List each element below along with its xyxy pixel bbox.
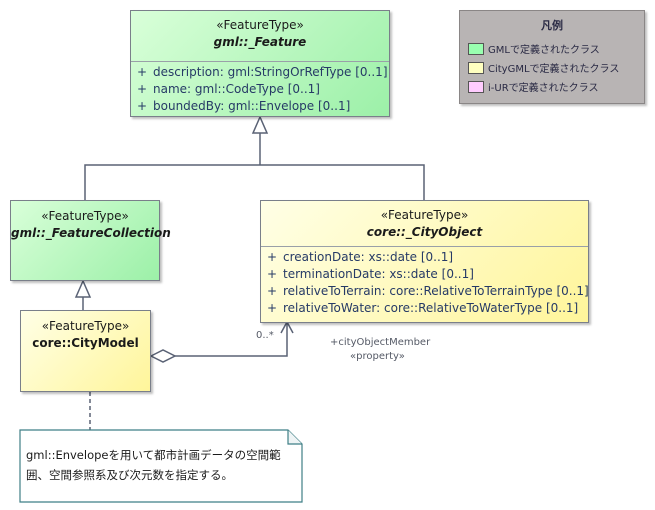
attribute-row: + name: gml::CodeType [0..1] [131,81,389,98]
legend-swatch-iur [468,80,484,93]
class-feature-header: «FeatureType» gml::_Feature [131,17,389,51]
class-city-object[interactable]: «FeatureType» core::_CityObject + creatio… [260,200,589,323]
class-city-model-header: «FeatureType» core::CityModel [21,318,150,352]
visibility-marker: + [266,284,278,298]
stereotype-label: «FeatureType» [41,319,130,333]
attribute-text: description: gml:StringOrRefType [0..1] [153,65,388,79]
attribute-list: + description: gml:StringOrRefType [0..1]… [131,64,389,115]
class-city-object-header: «FeatureType» core::_CityObject [261,207,588,241]
attribute-text: terminationDate: xs::date [0..1] [283,267,474,281]
attribute-row: + description: gml:StringOrRefType [0..1] [131,64,389,81]
visibility-marker: + [136,65,148,79]
class-name: core::_CityObject [366,225,483,239]
note-text: gml::Envelopeを用いて都市計画データの空間範 囲、空間参照系及び次元… [26,445,294,485]
aggregation-line [175,323,288,357]
legend-item: i-URで定義されたクラス [468,79,598,94]
visibility-marker: + [266,267,278,281]
generalization-line-featurecollection [84,164,260,200]
attribute-text: relativeToWater: core::RelativeToWaterTy… [283,301,579,315]
generalization-arrowhead-feature [251,115,269,134]
class-feature[interactable]: «FeatureType» gml::_Feature + description… [130,10,390,117]
visibility-marker: + [266,301,278,315]
attribute-text: creationDate: xs::date [0..1] [283,250,454,264]
attribute-row: + terminationDate: xs::date [0..1] [261,266,588,283]
visibility-marker: + [136,99,148,113]
legend-item: CityGMLで定義されたクラス [468,60,619,75]
legend-title: 凡例 [541,19,563,32]
generalization-line-cityobject [260,164,425,200]
role-label: +cityObjectMember [330,337,431,348]
legend-label: i-URで定義されたクラス [488,83,599,94]
stereotype-label: «FeatureType» [216,18,304,32]
class-name: gml::_FeatureCollection [11,226,171,240]
visibility-marker: + [266,250,278,264]
legend-label: CityGMLで定義されたクラス [488,64,620,75]
aggregation-diamond [149,349,177,363]
attribute-text: boundedBy: gml::Envelope [0..1] [153,99,351,113]
note-fold [287,430,302,445]
legend-item: GMLで定義されたクラス [468,41,600,56]
compartment-divider [261,246,588,247]
attribute-row: + boundedBy: gml::Envelope [0..1] [131,98,389,115]
stereotype-label: «FeatureType» [380,208,469,222]
attribute-row: + relativeToTerrain: core::RelativeToTerr… [261,283,589,300]
attribute-text: relativeToTerrain: core::RelativeToTerra… [283,284,589,298]
legend-label: GMLで定義されたクラス [488,45,600,56]
visibility-marker: + [136,82,148,96]
attribute-text: name: gml::CodeType [0..1] [153,82,320,96]
note-line: gml::Envelopeを用いて都市計画データの空間範 [26,448,281,462]
compartment-divider [131,61,389,62]
note-line: 囲、空間参照系及び次元数を指定する。 [26,468,233,482]
legend-swatch-citygml [468,61,484,74]
class-feature-collection[interactable]: «FeatureType» gml::_FeatureCollection [10,200,171,281]
class-name: gml::_Feature [213,35,307,49]
attribute-list: +creationDate: xs::date [0..1] +terminat… [261,249,589,317]
class-city-model[interactable]: «FeatureType» core::CityModel [20,310,151,392]
generalization-arrowhead-featurecollection [74,279,92,298]
note[interactable]: gml::Envelopeを用いて都市計画データの空間範 囲、空間参照系及び次元… [20,430,302,502]
legend-swatch-gml [468,42,484,55]
legend: 凡例 GMLで定義されたクラス CityGMLで定義されたクラス i-URで定義… [459,10,645,104]
stereotype-label: «FeatureType» [41,209,129,223]
attribute-row: + creationDate: xs::date [0..1] [261,249,588,266]
attribute-row: + relativeToWater: core::RelativeToWaterT… [261,300,588,317]
note-shape [19,429,303,503]
class-name: core::CityModel [32,336,139,350]
class-feature-collection-header: «FeatureType» gml::_FeatureCollection [11,208,171,242]
multiplicity-label: 0..* [256,330,274,341]
role-stereotype-label: «property» [350,351,405,362]
